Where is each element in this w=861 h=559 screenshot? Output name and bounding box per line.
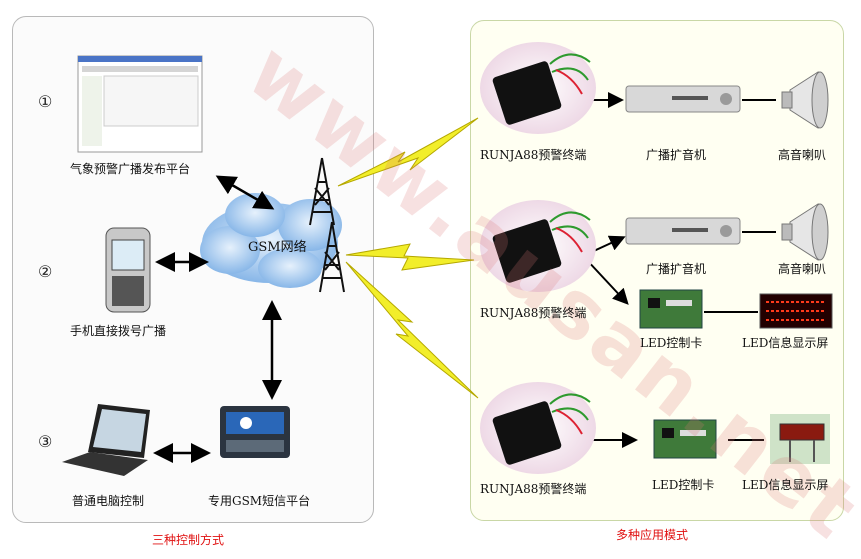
amp-label-1: 广播扩音机: [646, 148, 707, 162]
number-2: ②: [38, 262, 53, 281]
platform-label: 气象预警广播发布平台: [70, 162, 191, 176]
amplifier-icon: [625, 217, 741, 245]
terminal-icon: [480, 382, 596, 474]
tower-icon: [309, 157, 345, 293]
led-card-label-3: LED控制卡: [652, 478, 715, 492]
terminal-icon: [480, 42, 596, 134]
phone-label: 手机直接拨号广播: [70, 324, 167, 338]
led-screen-label-3: LED信息显示屏: [742, 478, 829, 492]
speaker-label-1: 高音喇叭: [778, 148, 827, 162]
terminal-icon: [480, 200, 596, 292]
software-screenshot-icon: [77, 55, 203, 153]
led-control-card-icon: [653, 419, 717, 459]
led-card-label-2: LED控制卡: [640, 336, 703, 350]
horn-speaker-icon: [781, 203, 829, 261]
gsm-sms-modem-icon: [220, 406, 290, 458]
speaker-label-2: 高音喇叭: [778, 262, 827, 276]
horn-speaker-icon: [781, 71, 829, 129]
led-screen-icon: [759, 293, 833, 329]
led-screen-label-2: LED信息显示屏: [742, 336, 829, 350]
laptop-icon: [62, 404, 150, 476]
lightning-bolts: [337, 117, 479, 399]
terminal-label-2: RUNJA88预警终端: [480, 306, 587, 320]
pc-label: 普通电脑控制: [72, 494, 145, 508]
left-caption: 三种控制方式: [152, 533, 225, 547]
right-caption: 多种应用模式: [616, 528, 689, 542]
led-billboard-icon: [770, 414, 830, 464]
sms-platform-label: 专用GSM短信平台: [208, 494, 311, 508]
amplifier-icon: [625, 85, 741, 113]
gsm-label: GSM网络: [248, 240, 307, 255]
mobile-phone-icon: [105, 227, 151, 313]
led-control-card-icon: [639, 289, 703, 329]
number-3: ③: [38, 432, 53, 451]
terminal-label-3: RUNJA88预警终端: [480, 482, 587, 496]
terminal-label-1: RUNJA88预警终端: [480, 148, 587, 162]
amp-label-2: 广播扩音机: [646, 262, 707, 276]
number-1: ①: [38, 92, 53, 111]
